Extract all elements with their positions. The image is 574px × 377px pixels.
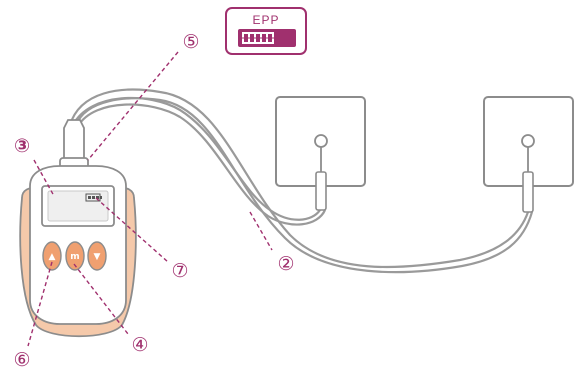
leader-5 (87, 51, 179, 161)
cables (68, 88, 534, 274)
cable-to-socket-1-inner (77, 103, 327, 226)
leader-7 (95, 197, 169, 263)
device-connector (63, 119, 85, 161)
down-arrow-button[interactable]: ▼ (87, 241, 107, 271)
tester-device: ▲ m ▼ (19, 119, 137, 338)
leader-4 (73, 263, 129, 335)
leader-6 (27, 261, 53, 347)
down-arrow-icon: ▼ (94, 252, 101, 262)
cable-to-socket-1 (72, 96, 321, 221)
socket-1-plug (315, 171, 327, 211)
epp-badge-label: EPP (252, 13, 279, 27)
leader-2 (249, 211, 273, 251)
callout-3: ③ (14, 135, 30, 157)
up-arrow-button[interactable]: ▲ (42, 241, 62, 271)
mode-button[interactable]: m (65, 241, 85, 271)
mode-m-icon: m (70, 252, 79, 262)
socket-1-hole (314, 134, 328, 148)
device-screen-inner (47, 190, 109, 222)
leader-lines (27, 51, 273, 347)
socket-2-plug (522, 171, 534, 213)
callout-7: ⑦ (171, 260, 188, 282)
battery-icon (85, 193, 102, 202)
up-arrow-icon: ▲ (49, 252, 56, 262)
callout-5: ⑤ (182, 31, 199, 53)
callout-2: ② (277, 253, 294, 275)
socket-2 (483, 96, 574, 213)
socket-2-hole (521, 134, 535, 148)
callout-4: ④ (131, 334, 148, 356)
cable-to-socket-2 (68, 88, 530, 269)
socket-1 (275, 96, 366, 211)
epp-badge: EPP (225, 7, 307, 55)
epp-port-icon (238, 29, 296, 47)
callout-6: ⑥ (13, 349, 30, 371)
